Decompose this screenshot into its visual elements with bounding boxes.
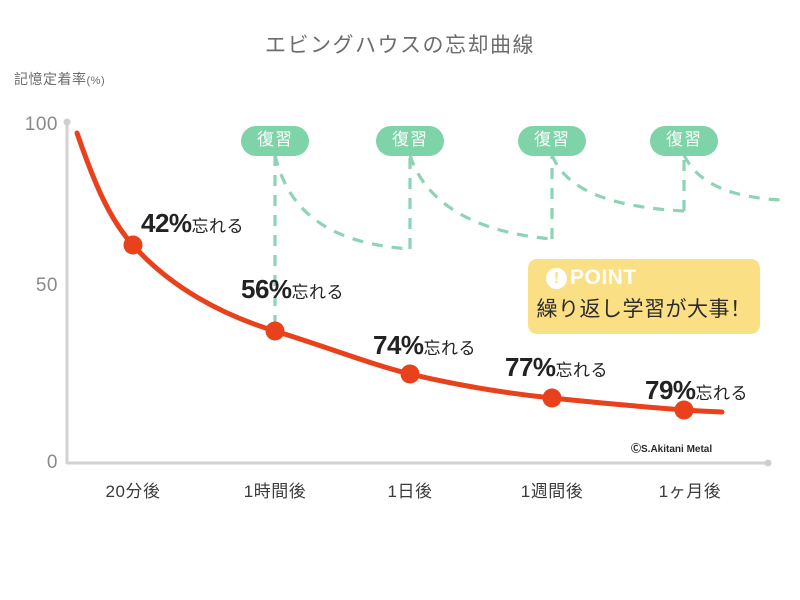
review-badge-1[interactable]: 復習 xyxy=(241,126,309,156)
review-decay-curve-3 xyxy=(550,154,685,213)
forget-suffix-5: 忘れる xyxy=(695,384,749,403)
forget-pct-2: 56% xyxy=(241,274,292,304)
data-point-2 xyxy=(265,321,285,341)
x-axis-end-dot xyxy=(764,459,772,467)
forget-pct-5: 79% xyxy=(645,375,696,405)
review-decay-curve-1 xyxy=(273,154,411,251)
x-tick-4: 1週間後 xyxy=(520,482,584,501)
forget-label-1: 42%忘れる xyxy=(141,210,244,236)
forget-label-2: 56%忘れる xyxy=(241,276,344,302)
y-axis-caption-unit: (%) xyxy=(86,75,106,87)
review-badge-4[interactable]: 復習 xyxy=(650,126,718,156)
forget-label-5: 79%忘れる xyxy=(645,377,748,403)
y-axis-end-dot xyxy=(63,118,71,126)
y-axis-caption-text: 記憶定着率 xyxy=(14,71,87,87)
point-callout-heading: POINT xyxy=(570,266,637,289)
y-tick-0: 0 xyxy=(46,452,58,473)
x-tick-3: 1日後 xyxy=(387,482,433,501)
review-curves-group xyxy=(273,154,783,330)
x-tick-5: 1ヶ月後 xyxy=(658,482,722,501)
point-callout: ! POINT 繰り返し学習が大事！ xyxy=(528,259,760,334)
forget-suffix-4: 忘れる xyxy=(555,361,609,380)
y-axis-caption: 記憶定着率(%) xyxy=(14,69,105,89)
x-tick-1: 20分後 xyxy=(105,482,161,501)
forget-suffix-3: 忘れる xyxy=(423,339,477,358)
data-point-1 xyxy=(123,235,143,255)
review-decay-curve-2 xyxy=(408,154,553,241)
y-tick-100: 100 xyxy=(24,114,58,135)
forget-label-4: 77%忘れる xyxy=(505,354,608,380)
review-badge-2[interactable]: 復習 xyxy=(376,126,444,156)
data-point-4 xyxy=(542,388,562,408)
copyright-notice: ⒸS.Akitani Metal xyxy=(631,444,713,455)
point-callout-header: ! POINT xyxy=(528,266,760,290)
data-point-5 xyxy=(674,400,694,420)
exclamation-icon: ! xyxy=(546,267,567,289)
y-tick-50: 50 xyxy=(35,275,58,296)
forget-suffix-2: 忘れる xyxy=(291,283,345,302)
chart-title: エビングハウスの忘却曲線 xyxy=(265,34,535,57)
x-tick-2: 1時間後 xyxy=(243,482,307,501)
review-decay-curve-4 xyxy=(682,154,783,202)
forget-pct-3: 74% xyxy=(373,330,424,360)
forget-pct-1: 42% xyxy=(141,208,192,238)
forget-pct-4: 77% xyxy=(505,352,556,382)
data-point-markers xyxy=(123,235,694,420)
data-point-3 xyxy=(400,364,420,384)
forget-suffix-1: 忘れる xyxy=(191,217,245,236)
point-callout-body: 繰り返し学習が大事！ xyxy=(536,298,752,321)
forget-label-3: 74%忘れる xyxy=(373,332,476,358)
review-badge-3[interactable]: 復習 xyxy=(518,126,586,156)
